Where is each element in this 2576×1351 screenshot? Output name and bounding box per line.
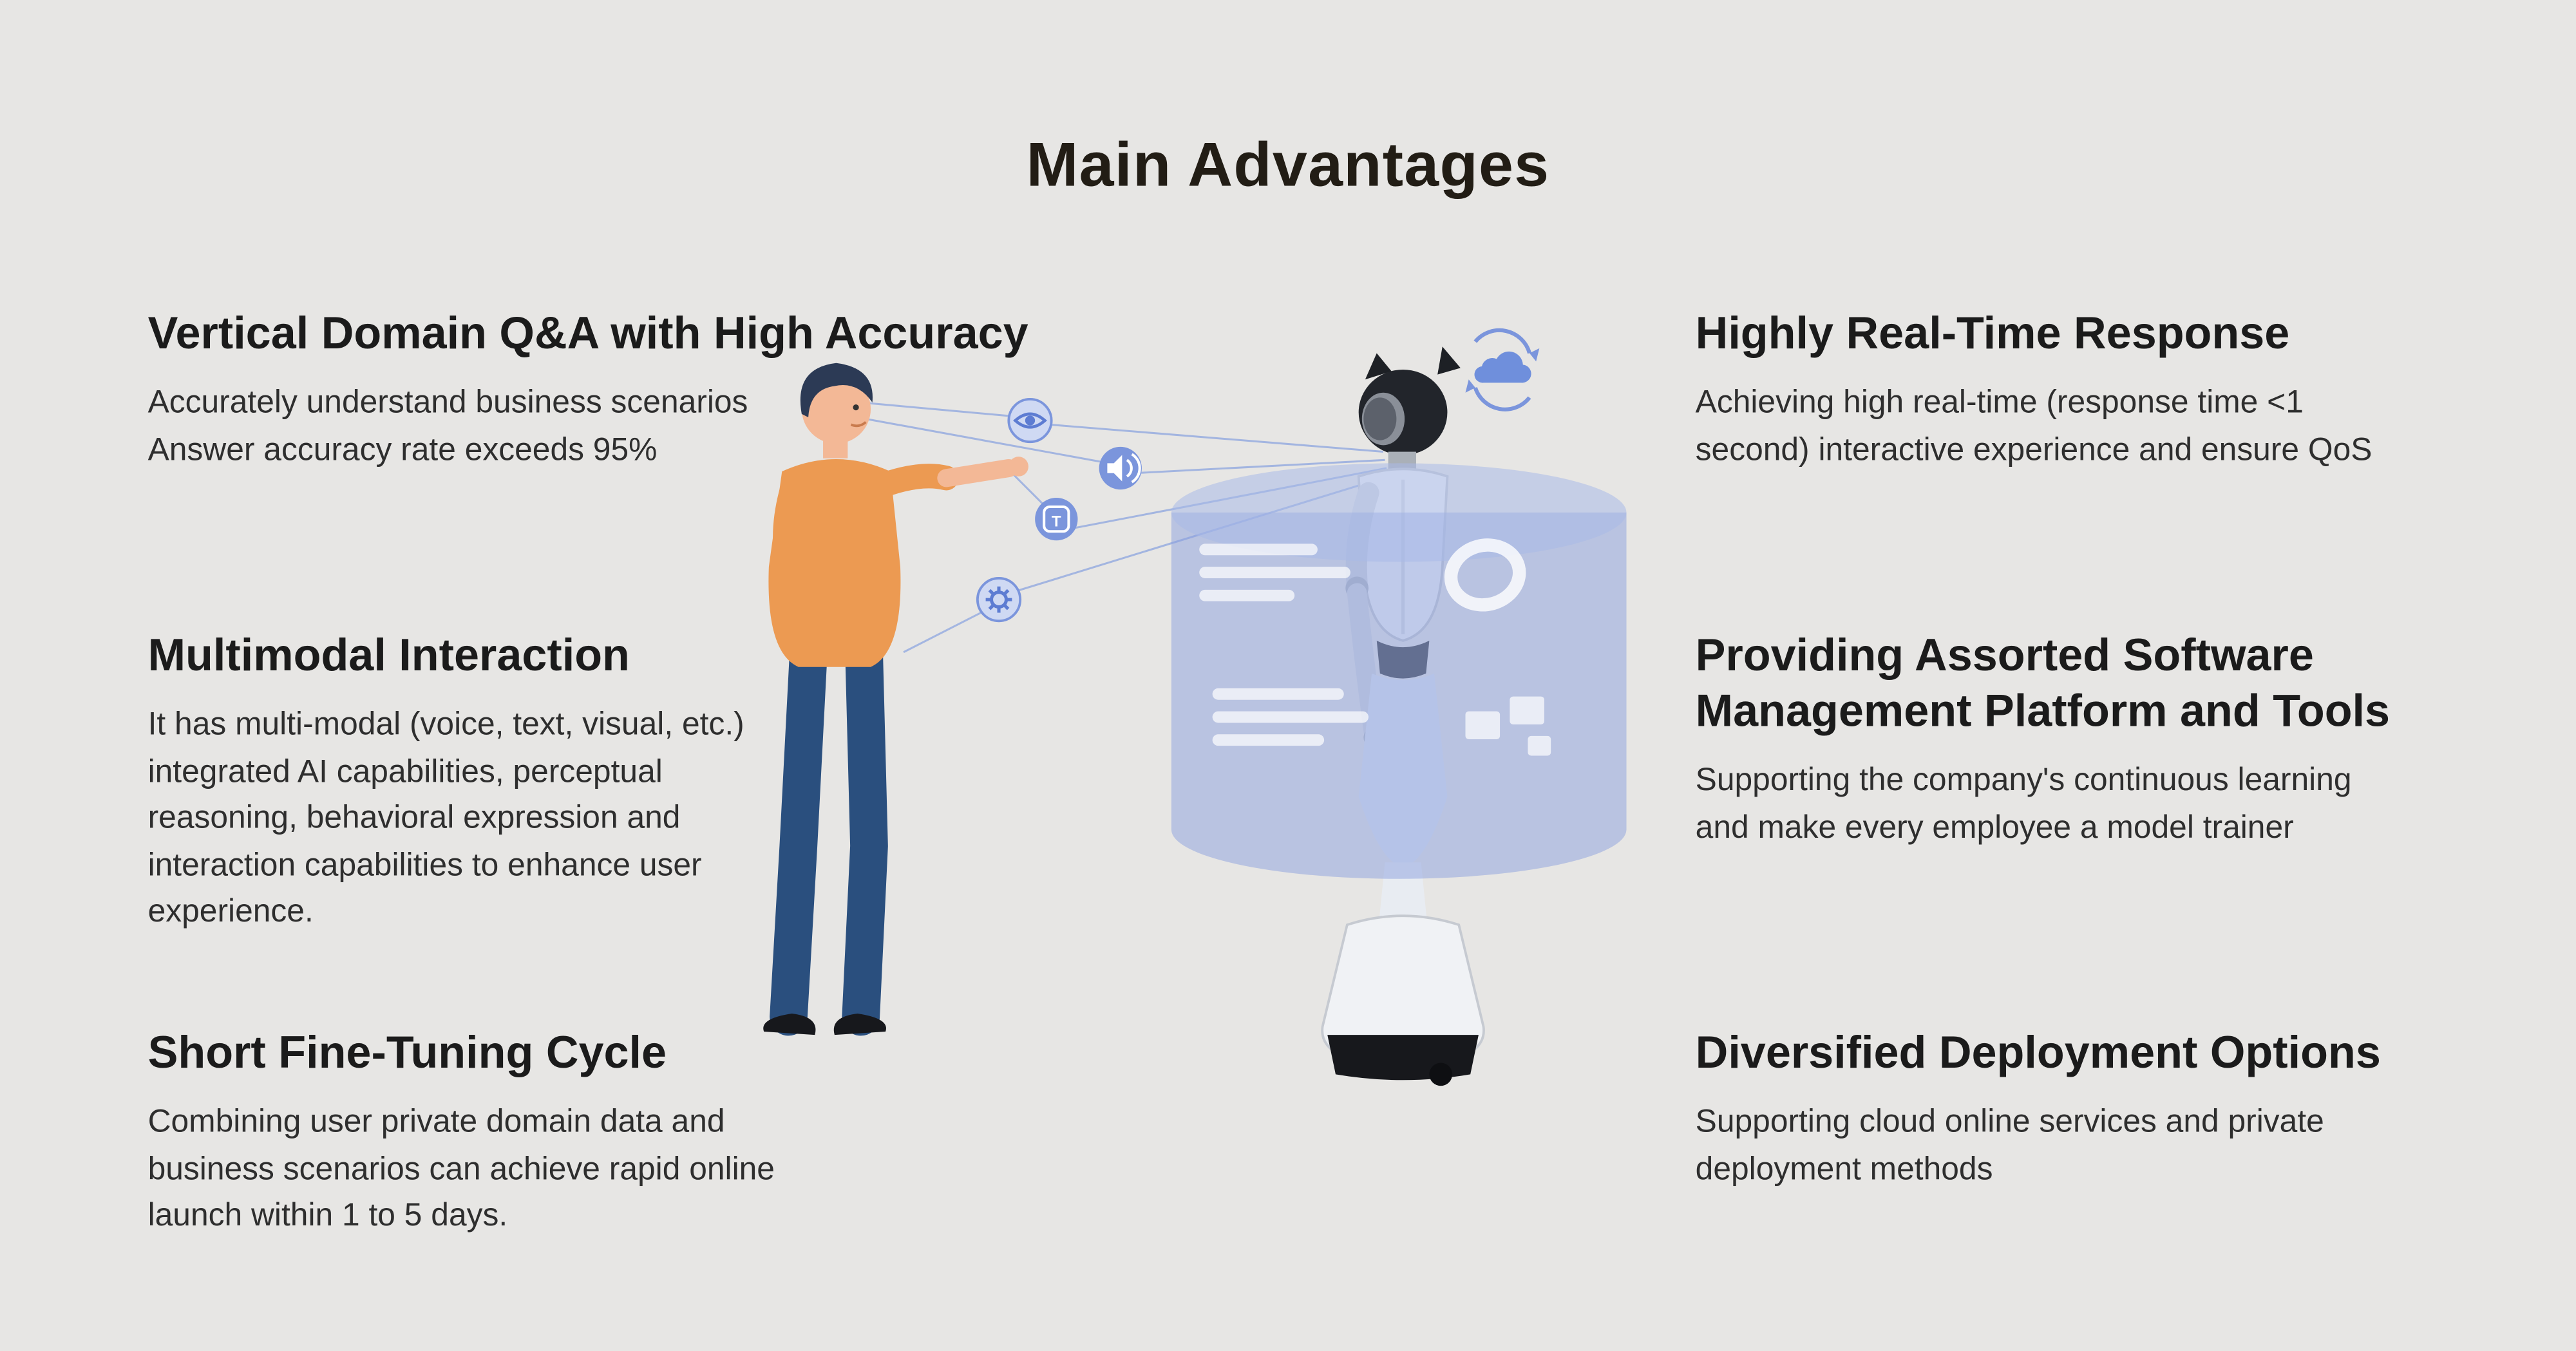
feature-heading: Short Fine-Tuning Cycle — [147, 1026, 667, 1078]
feature-heading: Providing Assorted Software Management P… — [1695, 629, 2391, 736]
feature-body: Supporting the company's continuous lear… — [1695, 762, 2352, 846]
feature-body: Achieving high real-time (response time … — [1695, 384, 2372, 468]
feature-section-software-management-platform: Providing Assorted Software Management P… — [1696, 627, 2468, 851]
hologram-cylinder — [1171, 463, 1627, 879]
feature-body: Supporting cloud online services and pri… — [1695, 1104, 2324, 1187]
illustration-svg: T — [763, 328, 1627, 1086]
svg-text:T: T — [1052, 513, 1061, 531]
feature-section-short-fine-tuning-cycle: Short Fine-Tuning Cycle Combining user p… — [148, 1025, 1134, 1240]
person-illustration — [763, 363, 1028, 1036]
text-icon: T — [1035, 497, 1078, 541]
feature-section-real-time-response: Highly Real-Time Response Achieving high… — [1696, 305, 2484, 473]
feature-heading: Vertical Domain Q&A with High Accuracy — [147, 307, 1028, 359]
hologram-content-blocks — [1199, 543, 1551, 756]
feature-body-line: Accurately understand business scenarios — [147, 384, 748, 421]
feature-body-line: Answer accuracy rate exceeds 95% — [147, 431, 658, 468]
feature-section-vertical-domain-qa: Vertical Domain Q&A with High Accuracy A… — [148, 305, 1134, 473]
cloud-sync-icon — [1465, 328, 1540, 411]
feature-body: Combining user private domain data and b… — [147, 1104, 775, 1234]
feature-heading: Highly Real-Time Response — [1695, 307, 2290, 359]
feature-heading: Diversified Deployment Options — [1695, 1026, 2381, 1078]
feature-heading: Multimodal Interaction — [147, 629, 630, 681]
gear-icon — [976, 577, 1022, 623]
feature-section-multimodal-interaction: Multimodal Interaction It has multi-moda… — [148, 627, 1134, 935]
audio-icon — [1099, 446, 1142, 490]
center-illustration: T — [706, 320, 1660, 1149]
hologram-ring — [1444, 538, 1526, 612]
person-hair — [800, 363, 873, 417]
eye-icon — [1007, 397, 1053, 444]
page-title: Main Advantages — [1026, 131, 1550, 201]
feature-section-diversified-deployment: Diversified Deployment Options Supportin… — [1696, 1025, 2484, 1193]
feature-body: It has multi-modal (voice, text, visual,… — [147, 706, 744, 930]
